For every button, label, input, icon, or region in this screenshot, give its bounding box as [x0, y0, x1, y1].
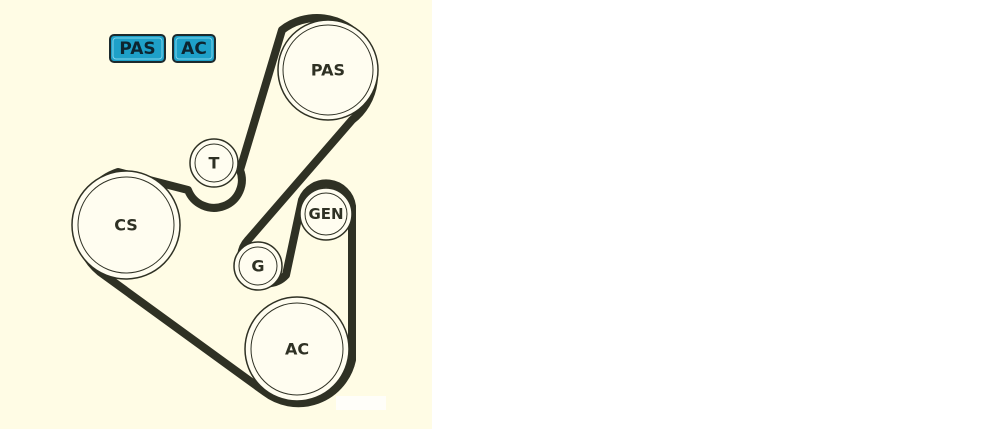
pulley-gen: GEN — [299, 187, 353, 241]
pulley-g: G — [233, 241, 283, 291]
pulley-ac-label: AC — [285, 340, 309, 359]
pulley-cs-label: CS — [114, 216, 138, 235]
legend-ac-label: AC — [181, 39, 207, 59]
belt-diagram-svg: PAS AC PAS T CS GEN — [0, 0, 432, 429]
legend-pas-label: PAS — [119, 39, 155, 59]
blank-area — [432, 0, 1000, 429]
legend-ac-badge: AC — [172, 34, 216, 63]
pulley-t-label: T — [209, 154, 220, 173]
pulley-ac: AC — [244, 296, 350, 402]
legend-pas-badge: PAS — [109, 34, 166, 63]
pulley-cs: CS — [71, 170, 181, 280]
pulley-gen-label: GEN — [308, 205, 343, 223]
pulley-t: T — [189, 138, 239, 188]
pulley-pas: PAS — [277, 19, 379, 121]
belt-routing-diagram: PAS AC PAS T CS GEN — [0, 0, 432, 429]
pulley-g-label: G — [251, 257, 264, 276]
white-patch — [336, 396, 386, 410]
pulley-pas-label: PAS — [311, 61, 345, 80]
